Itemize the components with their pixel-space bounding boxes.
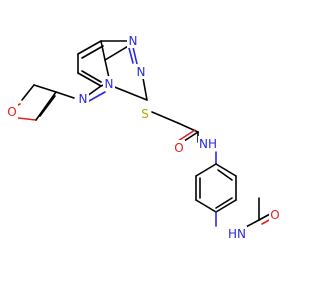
bond-c-o <box>258 213 271 221</box>
bond-n2-c3 <box>142 77 148 101</box>
bond-bridge-c3 <box>111 85 148 101</box>
atom-furan-o: O <box>6 104 18 119</box>
bond-furan-o-c4 <box>17 103 21 106</box>
bond-c-amide-o-inner <box>177 129 196 142</box>
bond-ph-c3-c4 <box>195 199 217 213</box>
bond-furan-c5-c2-inner <box>39 95 56 117</box>
bond-n1-n2-inner <box>128 47 134 64</box>
bond-c4a-n1 <box>104 44 131 61</box>
atom-label-layer: N N N N O S O NH <box>6 33 281 241</box>
bond-ph-c6-c1-inner <box>217 169 233 181</box>
bridge-n-label: N <box>105 77 114 91</box>
amide1-o-label: O <box>174 141 183 155</box>
bond-c6-pyridazine-n <box>86 85 102 97</box>
molecule-structure: N N N N O S O NH <box>6 33 281 241</box>
bond-ph-c4-c5 <box>215 199 237 213</box>
atom-triazole-n1: N <box>127 33 139 48</box>
bond-pyridazine-furan <box>55 91 75 99</box>
bond-s-ch2 <box>151 111 179 124</box>
bond-c8a-c8 <box>77 40 102 55</box>
atom-amide2-o: O <box>269 207 281 222</box>
atom-amide1-o: O <box>173 140 185 155</box>
bond-ph-c4-c5-inner <box>215 197 233 209</box>
atom-pyridazine-n: N <box>77 91 89 106</box>
bond-ph-c1-c2 <box>195 163 217 177</box>
bond-furan-o-c5 <box>17 117 37 121</box>
bond-c8-c8a-inner <box>81 45 104 59</box>
atom-bridge-n: N <box>103 76 115 91</box>
amide2-o-label: O <box>270 208 279 222</box>
atom-thioether-s: S <box>139 106 151 121</box>
bond-c7-c6 <box>77 72 102 87</box>
amide2-nh-label: HN <box>228 227 246 241</box>
furan-o-label: O <box>7 105 16 119</box>
atom-amide2-nh: HN <box>227 226 247 241</box>
bond-furan-c5-c2 <box>35 91 57 121</box>
thioether-s-label: S <box>141 107 149 121</box>
atom-amide1-nh: NH <box>198 136 218 151</box>
bond-n1-n2 <box>132 46 138 65</box>
bond-c7-c6-inner <box>81 70 102 83</box>
bond-ph-c1-c6 <box>215 163 237 177</box>
atom-triazole-n2: N <box>135 64 147 79</box>
bond-layer <box>17 40 272 229</box>
pyridazine-n-label: N <box>79 92 88 106</box>
bond-c4a-bridge <box>104 59 110 79</box>
bond-c4a-c8a <box>100 40 106 61</box>
amide1-nh-label: NH <box>199 137 217 151</box>
bond-furan-c2-c3 <box>33 84 57 93</box>
triazole-n1-label: N <box>129 34 138 48</box>
triazole-n2-label: N <box>137 65 146 79</box>
bond-pyridazine-n-bridge <box>88 91 106 102</box>
bond-furan-c3-c4 <box>21 84 35 101</box>
